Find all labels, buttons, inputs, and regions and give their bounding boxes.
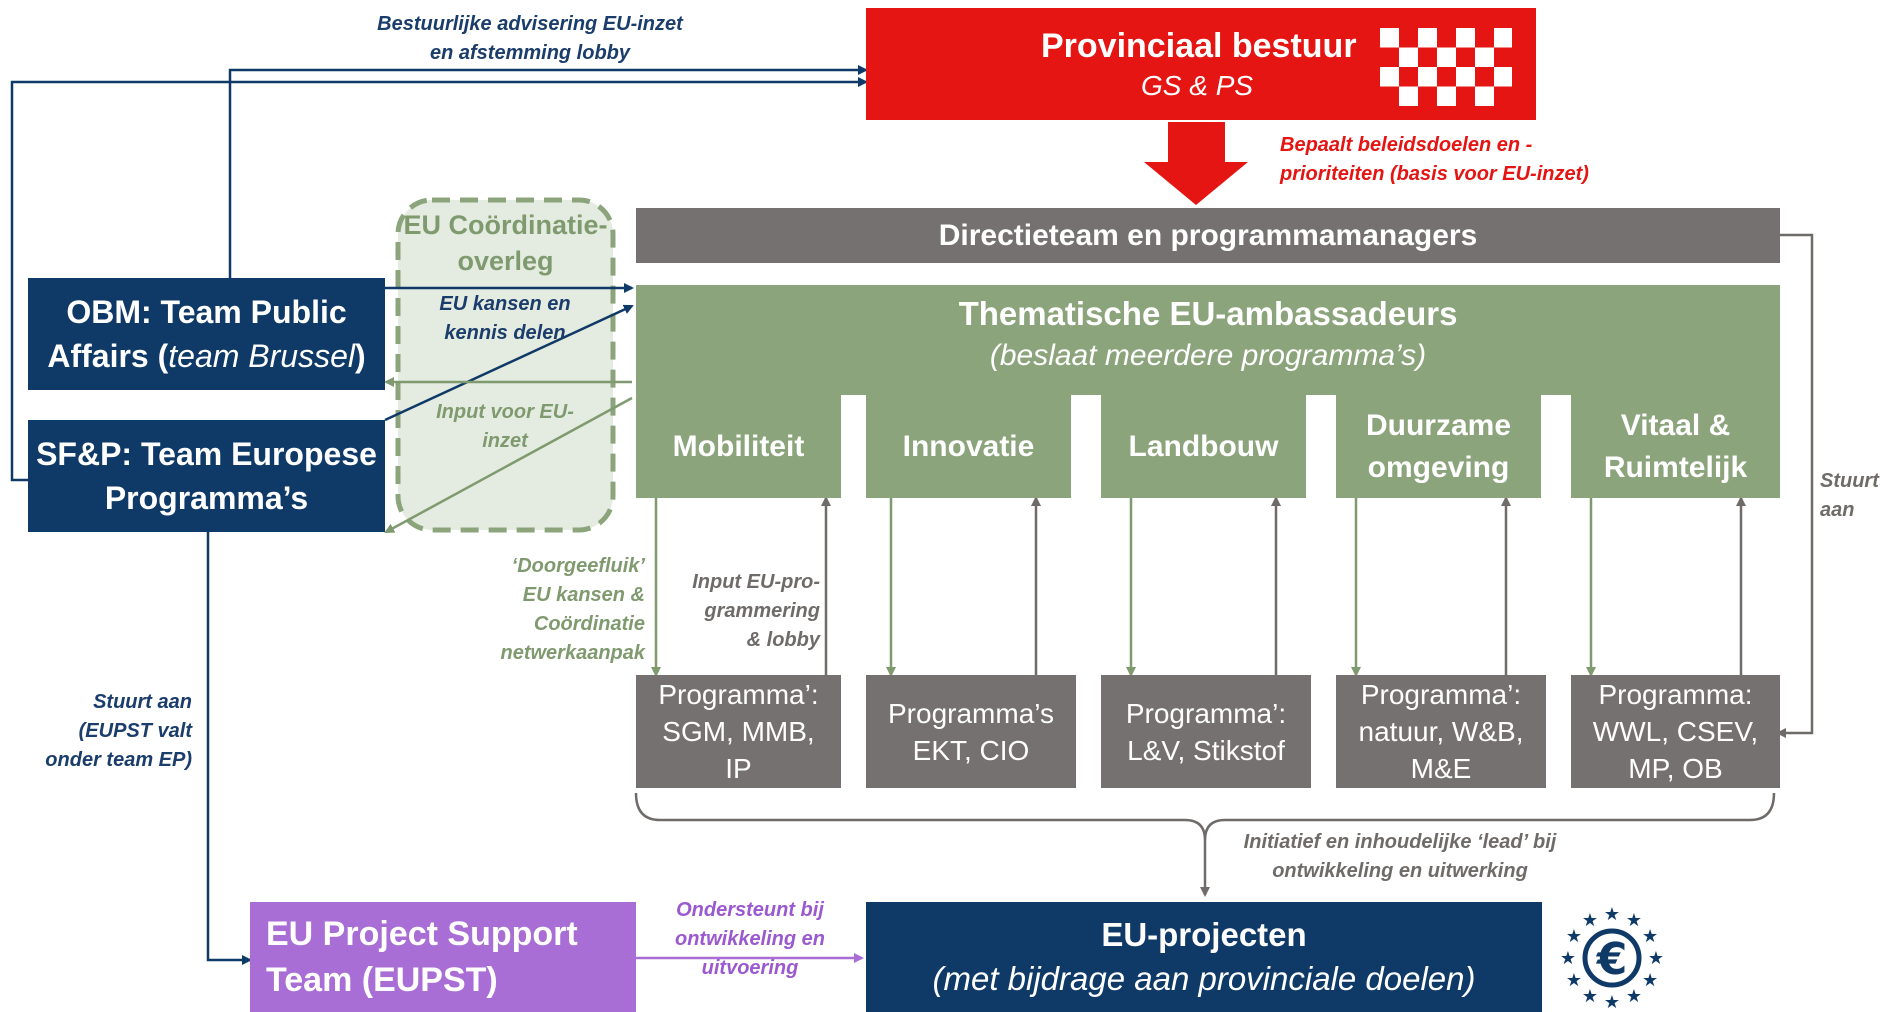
sfp-to-ambassadeurs-line — [384, 304, 634, 422]
svg-text:★: ★ — [1604, 904, 1620, 924]
svg-text:★: ★ — [1582, 910, 1598, 930]
programmas-brace — [634, 792, 1776, 841]
ambassadeurs-box: Thematische EU-ambassadeurs (beslaat mee… — [636, 285, 1780, 395]
programma-box: Programma’: SGM, MMB, IP — [636, 675, 841, 788]
programma-box: Programma: WWL, CSEV, MP, OB — [1571, 675, 1780, 788]
obm-box: OBM: Team Public Affairs (team Brussel) — [28, 278, 385, 390]
programma-box: Programma’: L&V, Stikstof — [1101, 675, 1311, 788]
theme-box: Duurzame omgeving — [1336, 395, 1541, 498]
sfp-to-eupst-line — [206, 532, 252, 965]
programma-label: Programma’: natuur, W&B, M&E — [1358, 679, 1524, 784]
theme-label: Duurzame omgeving — [1365, 408, 1512, 484]
theme-label: Mobiliteit — [672, 429, 805, 463]
euprojecten-title: EU-projecten — [1101, 916, 1307, 953]
svg-text:€: € — [1596, 934, 1628, 985]
programma-label: Programma’: SGM, MMB, IP — [658, 679, 819, 784]
checkered-flag-icon — [1380, 28, 1512, 106]
euro-stars-icon: ★★★★★★★★★★★★ € — [1560, 904, 1664, 1010]
sfp-to-provinciaal-line — [10, 77, 868, 482]
input-programmering-label: Input EU-pro-grammering& lobby — [692, 571, 820, 651]
svg-text:★: ★ — [1642, 970, 1658, 990]
directieteam-box: Directieteam en programmamanagers — [636, 208, 1780, 263]
theme-gap — [841, 395, 866, 498]
programma-box: Programma’s EKT, CIO — [866, 675, 1076, 788]
theme-label: Vitaal & Ruimtelijk — [1603, 408, 1748, 484]
theme-label: Landbouw — [1128, 429, 1279, 463]
svg-text:★: ★ — [1642, 926, 1658, 946]
svg-text:★: ★ — [1560, 948, 1576, 968]
ambassadeurs-subtitle: (beslaat meerdere programma’s) — [989, 339, 1427, 372]
svg-text:★: ★ — [1566, 970, 1582, 990]
theme-gap — [1541, 395, 1571, 498]
theme-box: Landbouw — [1101, 395, 1306, 498]
theme-box: Mobiliteit — [636, 395, 841, 498]
coordinatie-title: EU Coördinatie-overleg — [403, 210, 608, 276]
theme-box: Vitaal & Ruimtelijk — [1571, 395, 1780, 498]
provinciaal-subtitle: GS & PS — [1141, 69, 1254, 101]
programma-box: Programma’: natuur, W&B, M&E — [1336, 675, 1546, 788]
svg-text:★: ★ — [1582, 986, 1598, 1006]
svg-text:★: ★ — [1604, 992, 1620, 1010]
svg-text:★: ★ — [1566, 926, 1582, 946]
programma-label: Programma’: L&V, Stikstof — [1125, 697, 1287, 766]
directieteam-to-programma-line — [1776, 233, 1814, 738]
red-down-arrow — [1144, 122, 1248, 205]
theme-label: Innovatie — [902, 429, 1035, 463]
programma-label: Programma: WWL, CSEV, MP, OB — [1592, 679, 1759, 784]
ambassadeurs-title: Thematische EU-ambassadeurs — [958, 295, 1458, 332]
obm-to-provinciaal-line — [228, 65, 868, 278]
provinciaal-title: Provinciaal bestuur — [1041, 26, 1357, 65]
beleidsdoelen-label: Bepaalt beleidsdoelen en -prioriteiten (… — [1280, 134, 1589, 185]
theme-gap — [1071, 395, 1101, 498]
euprojecten-box: EU-projecten (met bijdrage aan provincia… — [866, 902, 1542, 1012]
programma-label: Programma’s EKT, CIO — [888, 697, 1054, 766]
svg-text:★: ★ — [1626, 986, 1642, 1006]
svg-text:★: ★ — [1648, 948, 1664, 968]
ambassadeurs-to-sfp-line — [384, 396, 633, 534]
theme-box: Innovatie — [866, 395, 1071, 498]
svg-text:★: ★ — [1626, 910, 1642, 930]
euprojecten-subtitle: (met bijdrage aan provinciale doelen) — [932, 960, 1476, 997]
theme-gap — [1306, 395, 1336, 498]
input-label: Input voor EU-inzet — [436, 401, 574, 452]
